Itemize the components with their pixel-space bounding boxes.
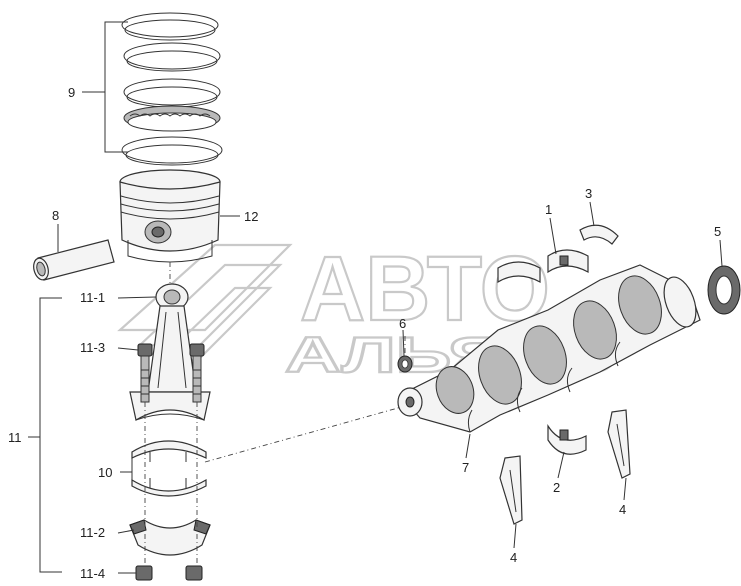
callout-11-3: 11-3 [80, 340, 105, 355]
callout-12: 12 [244, 209, 258, 224]
callout-2: 2 [553, 480, 560, 495]
rod-nuts [135, 565, 203, 581]
connecting-rod [129, 283, 211, 421]
rear-oil-seal [707, 265, 741, 315]
main-bearing-lower-shell [547, 423, 587, 455]
piston-pin [33, 239, 115, 281]
callout-11-4: 11-4 [80, 566, 105, 581]
callout-8: 8 [52, 208, 59, 223]
rod-bolts [137, 343, 205, 403]
callout-9: 9 [68, 85, 75, 100]
piston-rings [121, 12, 223, 166]
callout-11-2: 11-2 [80, 525, 105, 540]
main-bearing-upper-shells [497, 224, 619, 284]
callout-10: 10 [98, 465, 112, 480]
callout-labels: 9 8 12 11-1 11-3 11 10 11-2 11-4 1 3 5 6… [8, 85, 721, 581]
crankshaft [397, 264, 701, 433]
watermark-wing-logo [117, 243, 293, 362]
callout-11: 11 [8, 430, 22, 445]
callout-4-bottom: 4 [510, 550, 517, 565]
callout-1: 1 [545, 202, 552, 217]
thrust-washers [499, 409, 631, 525]
rod-cap [129, 519, 211, 556]
callout-3: 3 [585, 186, 592, 201]
callout-11-1: 11-1 [80, 290, 105, 305]
rod-bearing-shells [131, 440, 207, 497]
ring-set-bracket [82, 21, 128, 153]
rod-assembly-bracket [28, 297, 62, 573]
assembly-centerlines [144, 262, 406, 566]
pilot-bushing [397, 355, 413, 373]
callout-5: 5 [714, 224, 721, 239]
piston [119, 169, 221, 263]
leader-lines [57, 201, 723, 574]
watermark-line1: АВТО [300, 238, 550, 340]
callout-6: 6 [399, 316, 406, 331]
callout-7: 7 [462, 460, 469, 475]
callout-4-right: 4 [619, 502, 626, 517]
